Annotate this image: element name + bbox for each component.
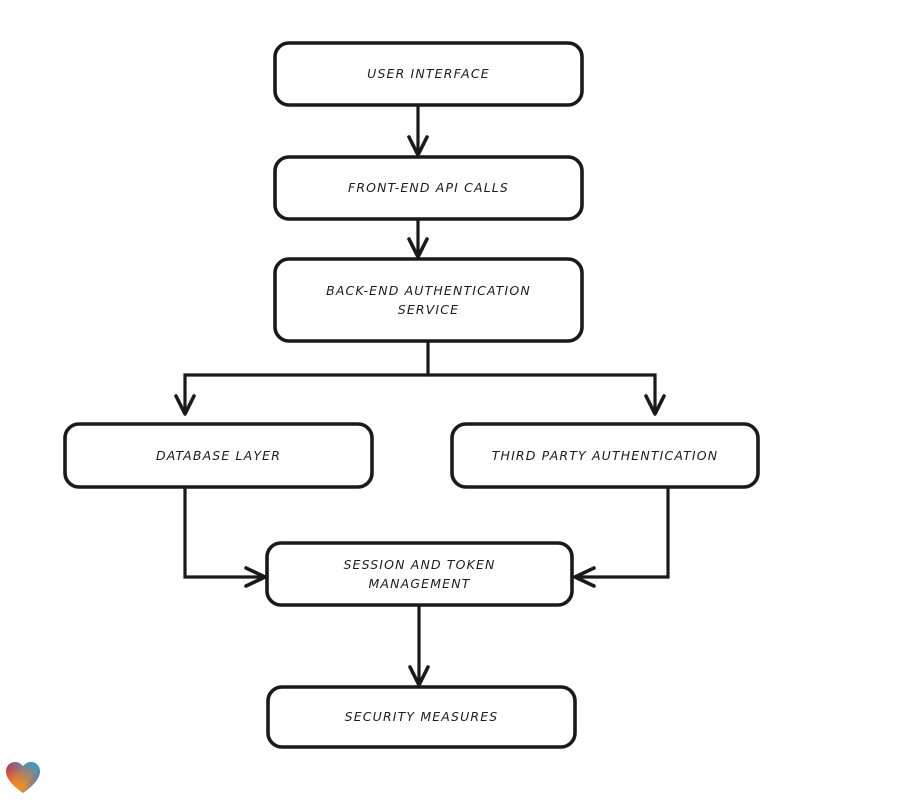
node-third-party-authentication[interactable] <box>450 422 760 489</box>
heart-icon <box>6 762 40 793</box>
edge-ui-to-api <box>407 105 429 157</box>
edge-backend-to-thirdparty <box>428 373 666 416</box>
node-user-interface[interactable] <box>273 41 584 107</box>
node-session-and-token-management[interactable] <box>265 541 574 607</box>
node-back-end-authentication-service[interactable] <box>273 257 584 343</box>
node-security-measures[interactable] <box>266 685 577 749</box>
node-database-layer[interactable] <box>63 422 374 489</box>
edge-api-to-backend <box>407 219 429 259</box>
edge-session-to-security <box>408 605 430 687</box>
node-front-end-api-calls[interactable] <box>273 155 584 221</box>
edge-backend-to-database <box>174 341 430 416</box>
edge-database-to-session <box>183 487 267 588</box>
edge-thirdparty-to-session <box>573 487 670 588</box>
